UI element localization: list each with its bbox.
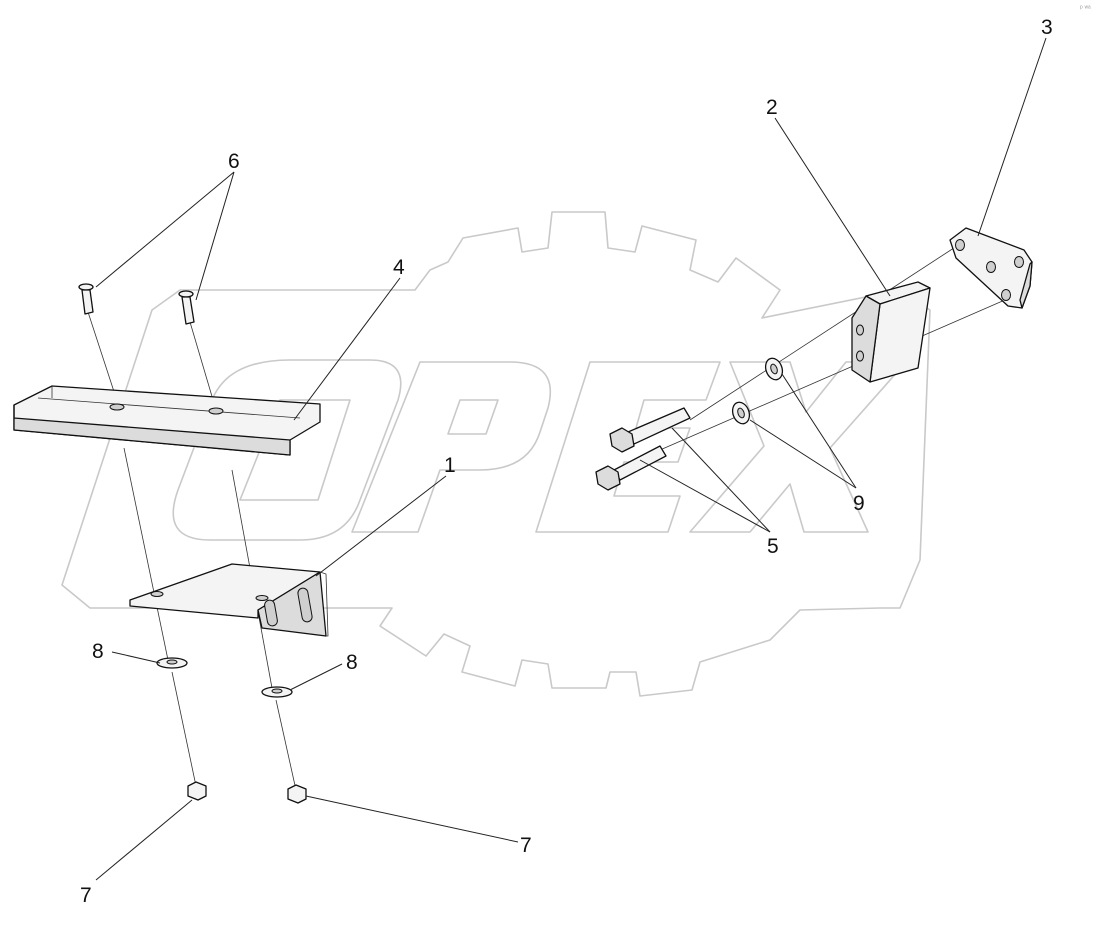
label-part-1: 1 bbox=[444, 454, 456, 477]
leader-lines bbox=[95, 37, 1047, 881]
washer-part-8-right bbox=[261, 686, 293, 698]
label-part-2: 2 bbox=[766, 96, 778, 119]
screw-part-6-right bbox=[178, 290, 195, 325]
nut-part-7-left bbox=[187, 781, 207, 801]
label-part-6: 6 bbox=[228, 150, 240, 173]
bracket-part-1 bbox=[129, 563, 329, 637]
label-part-7-left: 7 bbox=[80, 884, 92, 907]
label-part-8-right: 8 bbox=[346, 651, 358, 674]
label-part-5: 5 bbox=[767, 535, 779, 558]
watermark-letter-e bbox=[535, 361, 721, 533]
screw-part-6-left bbox=[78, 283, 94, 315]
part-labels: 6 4 1 2 3 5 9 8 8 7 7 ᵖ ʷᵃ bbox=[80, 5, 1091, 907]
label-part-3: 3 bbox=[1041, 16, 1053, 39]
washer-part-9-lower bbox=[731, 401, 751, 425]
watermark-letter-x bbox=[689, 361, 907, 533]
nut-part-7-right bbox=[287, 784, 307, 804]
rail-part-4 bbox=[13, 385, 321, 456]
watermark-logo bbox=[61, 211, 931, 697]
washer-part-8-left bbox=[156, 657, 188, 669]
block-part-2 bbox=[851, 281, 931, 383]
watermark-letter-p bbox=[351, 361, 552, 533]
bolt-part-5-lower bbox=[595, 445, 667, 491]
plate-part-3 bbox=[949, 227, 1033, 309]
watermark-letter-o bbox=[172, 359, 402, 541]
washer-part-9-upper bbox=[764, 357, 784, 381]
label-part-7-right: 7 bbox=[520, 834, 532, 857]
bolt-part-5-upper bbox=[609, 407, 691, 453]
label-part-4: 4 bbox=[393, 256, 405, 279]
label-part-9: 9 bbox=[853, 492, 865, 515]
label-part-8-left: 8 bbox=[92, 640, 104, 663]
corner-mark: ᵖ ʷᵃ bbox=[1080, 5, 1091, 12]
